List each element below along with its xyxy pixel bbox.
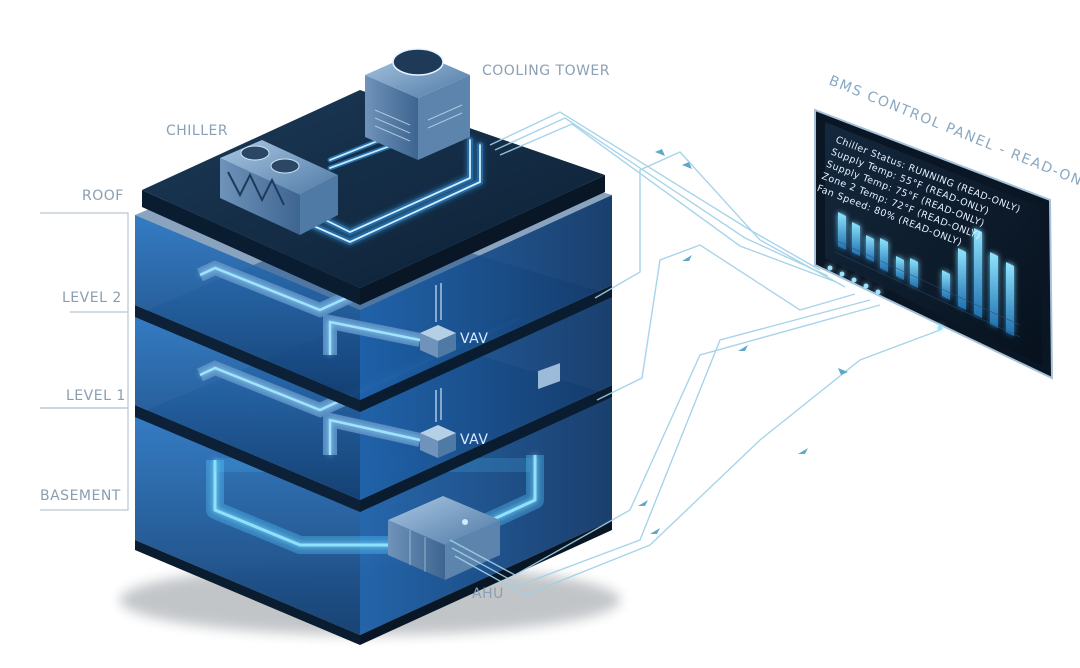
vav-box-level2 <box>420 283 456 358</box>
roof-slab <box>142 90 605 305</box>
level-bracket <box>40 212 129 511</box>
cooling-tower-unit <box>365 48 470 160</box>
roof-pipes <box>297 135 483 246</box>
label-cooling-tower: COOLING TOWER <box>482 63 610 79</box>
bms-control-panel <box>814 108 1054 380</box>
level-label-basement: BASEMENT <box>40 488 121 504</box>
label-vav-level1: VAV <box>460 432 488 448</box>
ahu-unit <box>388 496 500 580</box>
level-label-level1: LEVEL 1 <box>66 388 126 404</box>
chiller-unit <box>220 140 338 235</box>
wire-flow-arrows <box>638 149 848 534</box>
vav-box-level1 <box>420 388 456 458</box>
level-label-level2: LEVEL 2 <box>62 290 122 306</box>
label-chiller: CHILLER <box>166 123 228 139</box>
level-label-roof: ROOF <box>82 188 124 204</box>
label-vav-level2: VAV <box>460 331 488 347</box>
label-ahu: AHU <box>472 586 504 602</box>
control-wiring <box>449 111 941 596</box>
